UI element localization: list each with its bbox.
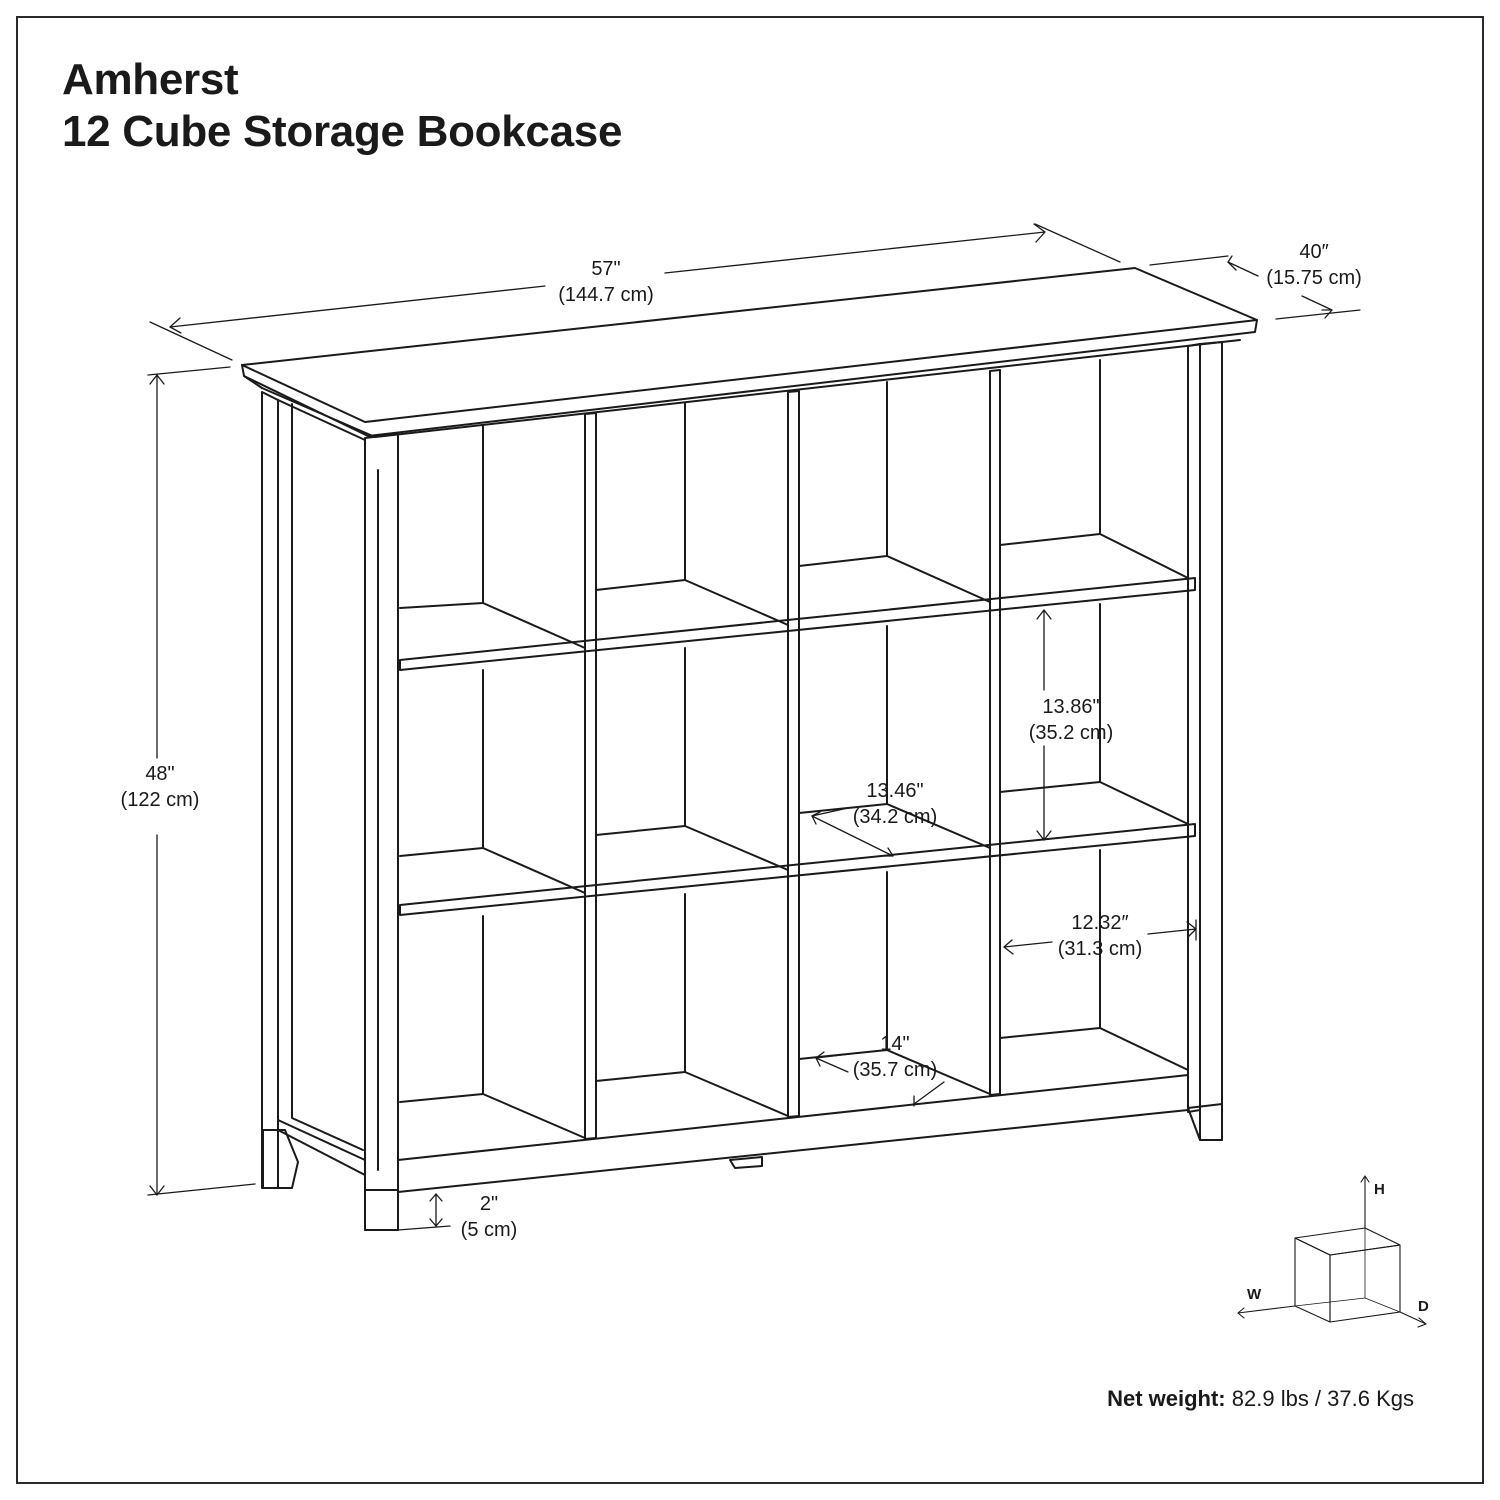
cube-height-arrow-top (1036, 609, 1052, 620)
axis-w-label: W (1247, 1286, 1262, 1303)
bottom-depth-cm: (35.7 cm) (853, 1059, 937, 1081)
leg-inches: 2" (480, 1193, 498, 1215)
front-left-post (364, 433, 399, 1231)
axis-orientation-icon (1237, 1175, 1427, 1328)
top-molding (261, 339, 1241, 438)
bottom-rail (397, 1109, 1189, 1193)
page-title: Amherst 12 Cube Storage Bookcase (62, 54, 622, 158)
front-right-post (1187, 343, 1201, 1113)
net-weight-value: 82.9 lbs / 37.6 Kgs (1231, 1386, 1414, 1411)
cube-depth-cm: (34.2 cm) (853, 806, 937, 828)
top-edge (241, 319, 1258, 437)
cube-width-cm: (31.3 cm) (1058, 938, 1142, 960)
cube-depth-inches: 13.46" (866, 780, 923, 802)
axis-letters: H W D (1247, 1181, 1429, 1315)
leg-arrow-top (429, 1193, 443, 1202)
axis-h-label: H (1374, 1181, 1385, 1198)
cube-height-arrow-bottom (1036, 830, 1052, 841)
left-back-post (261, 391, 279, 1189)
shelf-upper (399, 577, 1196, 671)
top-surface (241, 267, 1258, 423)
bottom-depth-arrow-back (815, 1051, 825, 1067)
depth-arrow-top (1227, 255, 1237, 271)
cube-width-arrow-right (1186, 921, 1197, 938)
back-left-leg (262, 1129, 299, 1189)
front-right-leg (1187, 1103, 1223, 1141)
net-weight-label: Net weight: (1107, 1386, 1226, 1411)
product-brand: Amherst (62, 55, 239, 104)
center-foot (729, 1156, 763, 1169)
cube-depth-arrow-back (811, 811, 821, 825)
width-inches: 57" (591, 258, 620, 280)
depth-inches: 40″ (1299, 241, 1328, 263)
front-left-leg (364, 1189, 399, 1231)
product-name: 12 Cube Storage Bookcase (62, 107, 623, 156)
dimension-labels: 57" (144.7 cm) 40″ (15.75 cm) 48" (122 c… (121, 241, 1362, 1241)
width-cm: (144.7 cm) (558, 284, 654, 306)
height-inches: 48" (145, 763, 174, 785)
bookcase-drawing (241, 267, 1258, 1231)
cube-depth-arrow-front (883, 847, 894, 857)
width-arrow-left (169, 317, 182, 334)
cube-width-inches: 12.32″ (1071, 912, 1128, 934)
leg-arrow-bottom (429, 1218, 443, 1227)
shelf-lower (399, 823, 1196, 916)
divider-1 (584, 412, 597, 1140)
depth-cm: (15.75 cm) (1266, 267, 1362, 289)
right-side-post (1199, 341, 1223, 1141)
width-arrow-right (1033, 223, 1046, 243)
net-weight: Net weight: 82.9 lbs / 37.6 Kgs (1107, 1386, 1414, 1412)
bottom-depth-inches: 14" (880, 1033, 909, 1055)
leg-cm: (5 cm) (461, 1219, 518, 1241)
cube-height-inches: 13.86" (1042, 696, 1099, 718)
divider-2 (787, 390, 800, 1118)
axis-d-label: D (1418, 1298, 1429, 1315)
cube-height-cm: (35.2 cm) (1029, 722, 1113, 744)
height-arrow-bottom (149, 1185, 165, 1196)
divider-3 (989, 369, 1001, 1096)
height-cm: (122 cm) (121, 789, 200, 811)
outer-frame (16, 16, 1484, 1484)
dimension-lines (147, 223, 1361, 1231)
depth-arrow-bottom (1321, 309, 1333, 319)
cube-width-arrow-left (1003, 939, 1014, 955)
height-arrow-top (149, 374, 165, 385)
cube-back-lines (399, 359, 1189, 1139)
